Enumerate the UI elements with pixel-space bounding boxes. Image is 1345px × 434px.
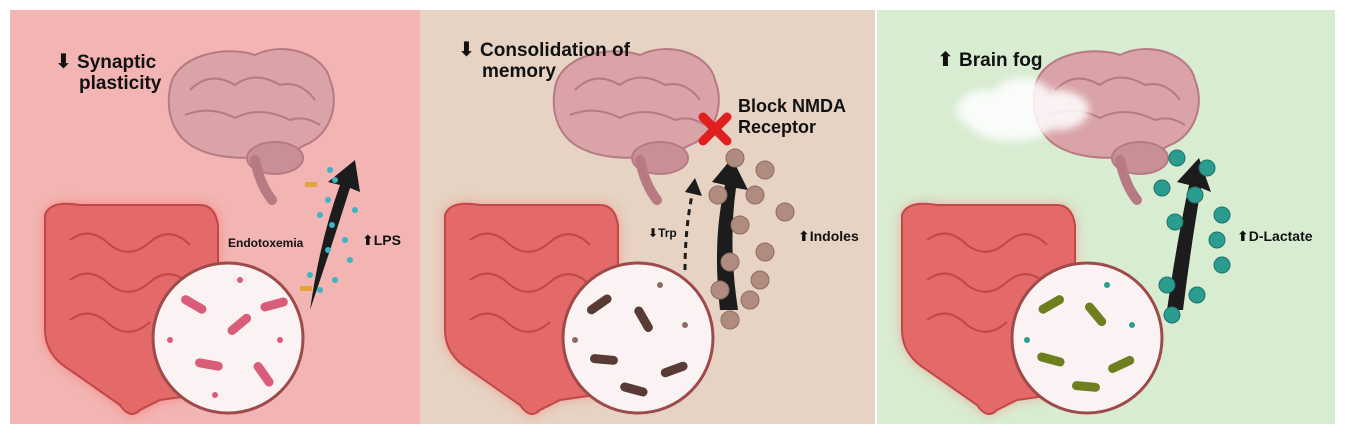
up-arrow-icon: ⬆	[362, 232, 374, 248]
block-line-2: Receptor	[738, 117, 817, 137]
title-line-2: plasticity	[79, 73, 162, 94]
d-lactate-text: D-Lactate	[1248, 228, 1313, 244]
indole-molecules	[708, 148, 795, 330]
down-arrow-icon: ⬇	[458, 39, 475, 61]
block-x-icon	[698, 112, 732, 146]
indoles-label: ⬆Indoles	[798, 228, 859, 245]
down-arrow-icon: ⬇	[55, 51, 72, 73]
lps-label: ⬆LPS	[362, 232, 401, 249]
microbiota-magnifier	[151, 261, 305, 415]
title-line-1: Brain fog	[959, 50, 1043, 71]
up-arrow-icon: ⬆	[1237, 228, 1249, 244]
fog-cloud	[957, 78, 1089, 141]
curved-arrow-up	[310, 160, 360, 310]
dashed-arrow-head	[685, 178, 702, 196]
brain-illustration	[552, 48, 720, 205]
title-line-2: memory	[482, 61, 556, 82]
d-lactate-label: ⬆D-Lactate	[1237, 228, 1313, 245]
up-arrow-icon: ⬆	[798, 228, 810, 244]
panel-indoles-title: ⬇ Consolidation of memory	[458, 39, 630, 83]
microbiota-magnifier	[1010, 261, 1164, 415]
panel-indoles-illustration	[444, 48, 795, 415]
curved-arrow-up	[712, 158, 748, 310]
brain-illustration	[167, 48, 335, 205]
block-line-1: Block NMDA	[738, 96, 847, 116]
panel-dlactate: ⬆ Brain fog ⬆D-Lactate	[877, 10, 1335, 424]
trp-text: Trp	[658, 226, 677, 240]
panel-lps: ⬇ Synaptic plasticity Endotoxemia ⬆LPS	[10, 10, 420, 424]
trp-label: ⬇Trp	[648, 226, 677, 240]
title-line-1: Consolidation of	[480, 40, 630, 61]
dashed-arrow-up	[683, 194, 694, 271]
lps-molecules	[300, 167, 358, 293]
down-arrow-icon: ⬇	[648, 226, 659, 240]
panel-dlactate-illustration	[901, 48, 1231, 415]
panel-lps-title: ⬇ Synaptic plasticity	[55, 51, 162, 95]
up-arrow-icon: ⬆	[937, 49, 954, 71]
panel-lps-illustration	[44, 48, 360, 415]
indoles-text: Indoles	[809, 228, 859, 244]
endotoxemia-label: Endotoxemia	[228, 236, 304, 250]
brain-illustration	[1032, 48, 1200, 205]
title-line-1: Synaptic	[77, 52, 157, 73]
d-lactate-molecules	[1153, 149, 1231, 324]
lps-text: LPS	[373, 232, 401, 248]
panel-indoles: ⬇ Consolidation of memory Block NMDA Rec…	[420, 10, 875, 424]
microbiota-magnifier	[561, 261, 715, 415]
curved-arrow-up	[1167, 158, 1211, 310]
block-nmda-label: Block NMDA Receptor	[738, 96, 846, 138]
panel-dlactate-title: ⬆ Brain fog	[937, 49, 1043, 72]
